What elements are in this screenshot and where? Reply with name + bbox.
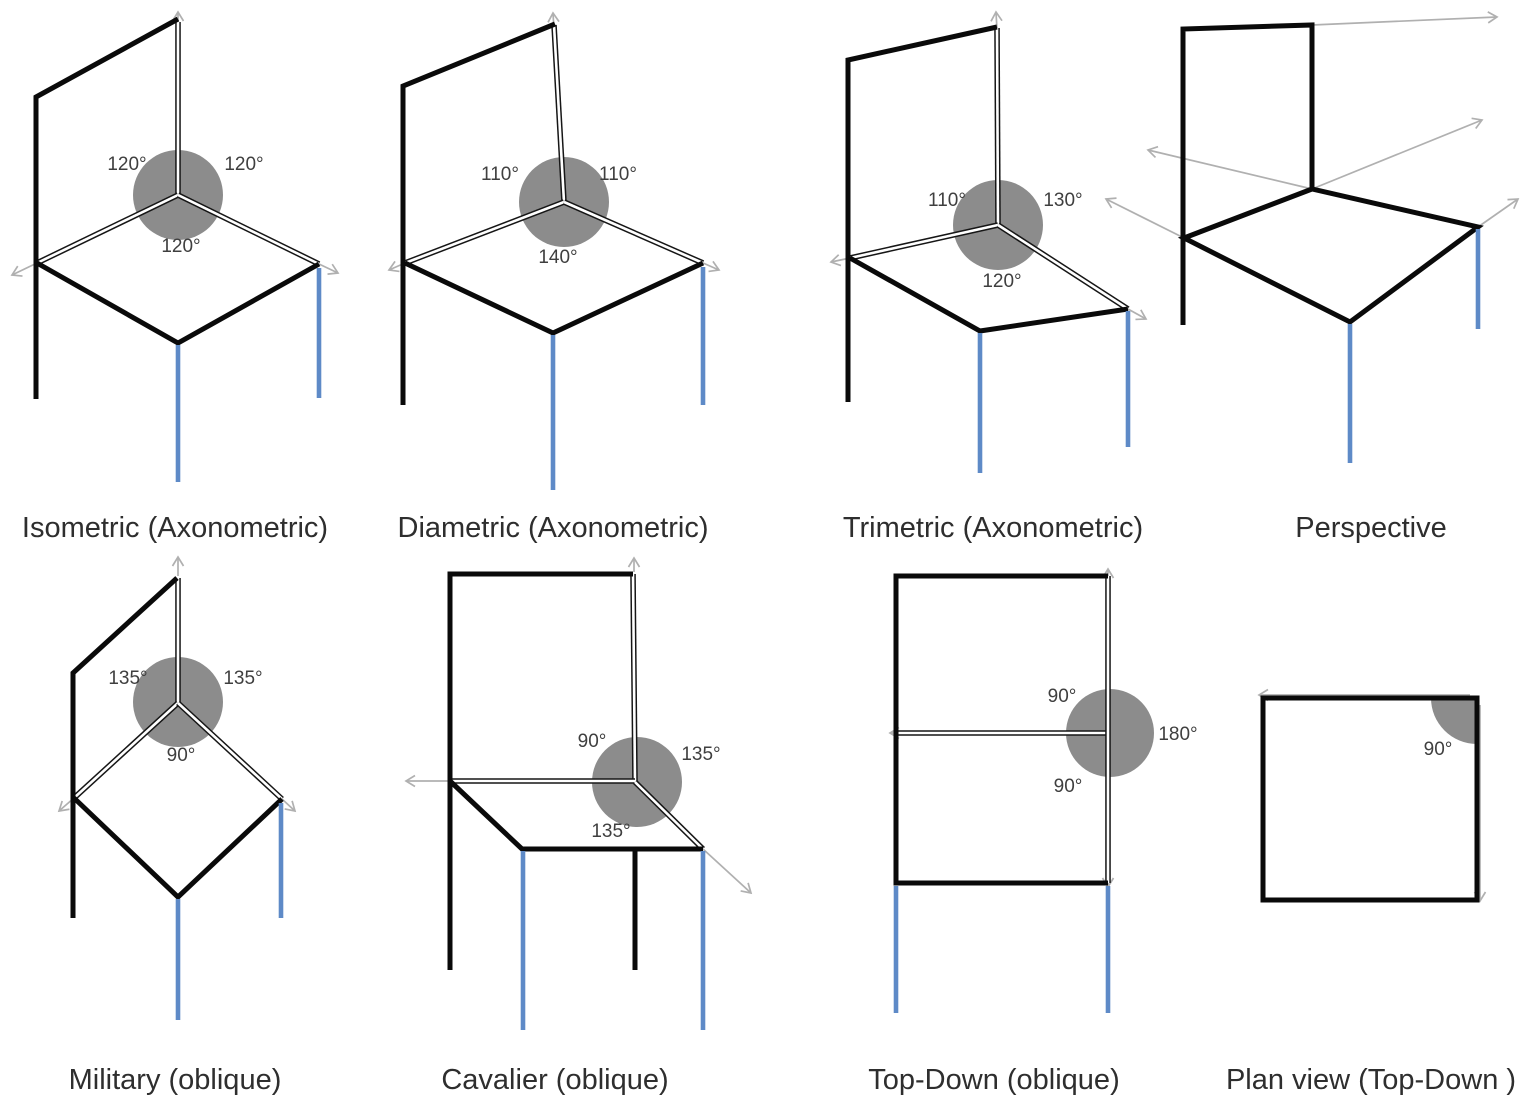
axis-arrow [702,260,721,273]
angle-label: 180° [1158,724,1197,745]
angle-label: 120° [224,154,263,175]
panel-cavalier: 90° 135° 135° Cavalier (oblique) [404,556,753,1096]
angle-label: 90° [1054,776,1083,797]
caption-trimetric: Trimetric (Axonometric) [843,512,1143,544]
angle-label: 110° [599,164,637,185]
chair-seat-edge [72,796,284,901]
vanishing-line-arrow [1146,145,1313,190]
caption-perspective: Perspective [1295,512,1447,544]
panel-military: 135° 135° 90° Military (oblique) [57,555,297,1096]
chair-seat-edge [848,255,1129,334]
chair-back-edge [845,24,998,402]
axis-lines [450,573,705,851]
caption-top-down-oblique: Top-Down (oblique) [868,1064,1119,1096]
angle-label: 135° [223,668,262,689]
caption-military: Military (oblique) [69,1064,282,1096]
angle-label: 90° [167,745,196,766]
caption-diametric: Diametric (Axonometric) [398,512,709,544]
angle-label: 120° [982,271,1021,292]
panel-plan-view: 90° Plan view (Top-Down ) [1226,688,1516,1096]
angle-quarter-circle [1431,698,1477,744]
axis-lines [35,22,321,267]
chair-back-edge [447,571,633,970]
vanishing-line-arrow [1311,11,1499,26]
caption-cavalier: Cavalier (oblique) [441,1064,668,1096]
vanishing-line-arrow [1477,198,1520,228]
axis-arrow [10,262,38,277]
axis-arrow [318,263,340,275]
angle-label: 135° [108,668,147,689]
axis-arrow [281,798,297,813]
caption-isometric: Isometric (Axonometric) [22,512,328,544]
axis-lines [403,24,705,266]
axis-arrow [702,848,753,895]
chair-back-edge [33,16,180,399]
vanishing-line-arrow [1104,197,1185,239]
angle-label: 135° [681,744,720,765]
vanishing-line-arrow [1311,117,1484,190]
angle-label: 90° [1048,686,1077,707]
angle-label: 90° [578,731,607,752]
angle-label: 130° [1043,190,1082,211]
axis-arrow [1127,308,1148,321]
chair-seat-outline [1260,695,1480,903]
chair-seat-edge [35,260,321,346]
chair-back-edge [1180,22,1315,325]
angle-label: 135° [591,821,630,842]
angle-label: 110° [928,190,966,211]
chair-seat-outline [893,573,1108,886]
angle-label: 110° [481,164,519,185]
caption-plan-view: Plan view (Top-Down ) [1226,1064,1516,1096]
axis-lines [72,578,284,802]
panel-diametric: 110° 110° 140° Diametric (Axonometric) [387,11,721,544]
angle-label: 120° [107,154,146,175]
chair-seat-edge [403,260,705,336]
chair-seat-edge [1177,186,1484,325]
chair-seat-edge [448,779,703,852]
chair-back-edge [400,21,556,405]
axis-lines [896,576,1111,883]
panel-isometric: 120° 120° 120° Isometric (Axonometric) [10,10,340,544]
panel-trimetric: 110° 130° 120° Trimetric (Axonometric) [829,10,1148,544]
axis-lines [849,27,1130,312]
angle-label: 120° [161,236,200,257]
panel-top-down-oblique: 90° 90° 180° Top-Down (oblique) [868,567,1198,1096]
angle-label: 140° [538,247,577,268]
angle-label: 90° [1424,739,1453,760]
panel-perspective: Perspective [1104,11,1520,544]
chair-back-edge [70,576,179,918]
